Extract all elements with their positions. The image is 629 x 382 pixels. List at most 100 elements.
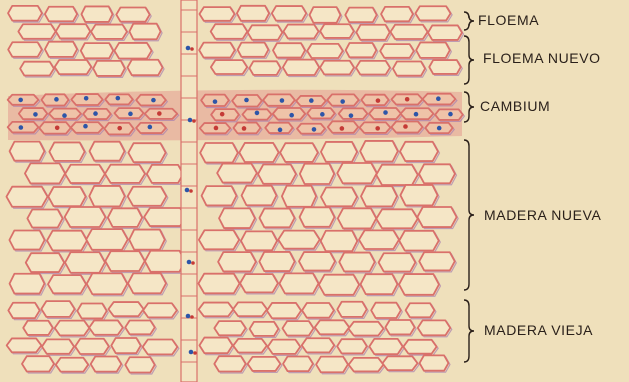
cell-nucleus <box>280 98 285 103</box>
cell-nucleus <box>117 126 122 131</box>
plant-cell <box>20 62 55 77</box>
plant-cell <box>376 165 419 187</box>
plant-cell <box>55 60 93 76</box>
plant-cell <box>129 24 162 41</box>
plant-cell <box>339 108 369 120</box>
plant-cell <box>81 43 115 60</box>
cell-nucleus <box>436 96 441 101</box>
ray-nucleus <box>186 46 191 51</box>
plant-cell <box>77 303 108 319</box>
plant-cell <box>41 301 76 318</box>
plant-cell <box>258 164 297 185</box>
cell-nucleus <box>448 112 453 117</box>
plant-cell <box>240 274 279 294</box>
cell-nucleus <box>255 111 260 116</box>
plant-cell <box>89 186 126 208</box>
plant-cell <box>87 273 129 295</box>
plant-cell <box>338 208 378 230</box>
plant-cell <box>420 355 450 372</box>
region-brackets <box>464 12 474 362</box>
plant-cell <box>147 165 185 185</box>
plant-cell <box>320 61 355 76</box>
cell-nucleus <box>151 98 156 103</box>
plant-cell <box>241 231 279 251</box>
cell-nucleus <box>340 126 345 131</box>
ray-nucleus <box>188 118 193 123</box>
cell-nucleus <box>349 113 354 118</box>
plant-cell <box>233 302 268 317</box>
plant-cell <box>321 142 359 163</box>
plant-cell <box>259 252 296 273</box>
plant-cell <box>91 357 123 374</box>
bracket-floema-nuevo <box>464 36 474 84</box>
plant-cell <box>369 339 404 356</box>
plant-cell <box>320 24 355 39</box>
plant-cell <box>108 302 145 318</box>
cell-nucleus <box>148 125 153 130</box>
plant-cell <box>214 321 247 337</box>
plant-cell <box>315 320 351 335</box>
cell-grid <box>6 6 464 374</box>
plant-cell <box>415 6 452 22</box>
plant-cell <box>200 143 239 164</box>
plant-cell <box>145 251 187 273</box>
cell-nucleus <box>62 113 67 118</box>
plant-cell <box>26 253 66 273</box>
plant-cell <box>91 25 128 41</box>
plant-cell <box>321 188 359 208</box>
cell-nucleus <box>320 112 325 117</box>
plant-cell <box>418 320 452 336</box>
plant-cell <box>42 339 76 355</box>
plant-cell <box>128 143 167 163</box>
plant-cell <box>393 61 427 77</box>
plant-cell <box>319 275 361 297</box>
plant-cell <box>417 207 458 229</box>
cell-nucleus <box>83 124 88 129</box>
plant-cell <box>8 6 43 22</box>
plant-cell <box>198 274 241 295</box>
plant-cell <box>300 207 336 228</box>
cell-nucleus <box>340 99 345 104</box>
bracket-floema <box>464 12 474 30</box>
plant-cell <box>211 24 249 40</box>
cell-nucleus <box>116 96 121 101</box>
plant-cell <box>248 25 284 41</box>
ray-nucleus <box>187 260 192 265</box>
plant-cell <box>361 186 399 208</box>
plant-cell <box>382 356 419 371</box>
plant-cell <box>56 24 92 40</box>
plant-cell <box>65 207 107 228</box>
plant-cell <box>279 273 320 294</box>
plant-cell <box>379 253 417 273</box>
plant-cell <box>27 209 64 229</box>
plant-cell <box>419 164 456 184</box>
plant-cell <box>429 60 462 75</box>
plant-cell <box>75 339 110 356</box>
plant-cell <box>199 338 234 355</box>
plant-cell <box>218 252 257 273</box>
cell-nucleus <box>33 112 38 117</box>
plant-cell <box>199 303 235 318</box>
plant-cell <box>249 61 282 76</box>
cell-nucleus <box>376 98 381 103</box>
plant-cell <box>406 303 436 318</box>
ray-nucleus <box>186 314 191 319</box>
plant-cell <box>48 187 87 208</box>
plant-cell <box>125 320 156 335</box>
plant-cell <box>403 340 438 355</box>
plant-cell <box>400 185 439 207</box>
cell-nucleus <box>405 97 410 102</box>
cell-nucleus <box>309 98 314 103</box>
plant-cell <box>268 340 302 356</box>
plant-cell <box>360 141 399 163</box>
plant-cell <box>108 208 144 228</box>
plant-cell <box>89 320 124 336</box>
plant-cell <box>278 231 321 251</box>
plant-cell <box>136 123 167 135</box>
plant-cell <box>283 25 320 40</box>
cell-nucleus <box>128 112 133 117</box>
plant-cell <box>381 7 414 23</box>
plant-cell <box>272 6 308 22</box>
plant-cell <box>143 339 179 355</box>
